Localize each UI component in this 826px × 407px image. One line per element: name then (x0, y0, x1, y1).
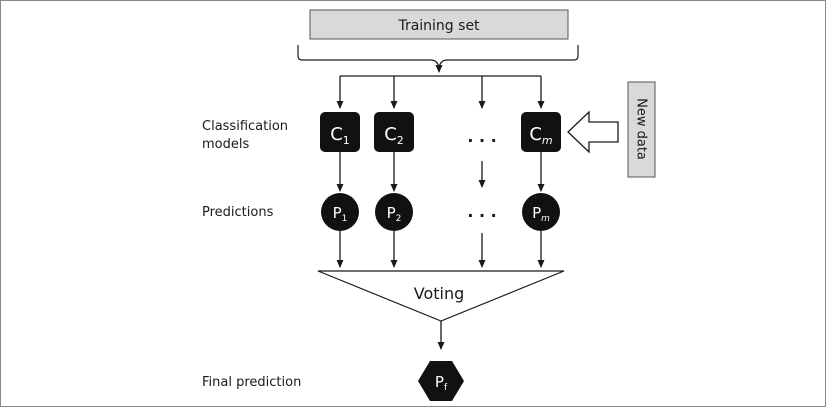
classifier-c2: C2 (374, 112, 414, 152)
svg-text:C2: C2 (384, 124, 404, 147)
training-set-label: Training set (397, 18, 480, 34)
p1-letter: P (333, 204, 342, 222)
svg-text:Pf: Pf (435, 373, 448, 393)
classifier-ellipsis: · · · (467, 131, 496, 150)
voting-label: Voting (414, 284, 465, 303)
training-set-brace (297, 45, 579, 70)
svg-text:P1: P1 (333, 204, 348, 224)
pf-letter: P (435, 373, 444, 391)
pm-letter: P (532, 204, 541, 222)
classification-models-label-line2: models (202, 137, 249, 152)
final-prediction-label: Final prediction (202, 375, 301, 390)
prediction-p1: P1 (321, 193, 359, 231)
c2-subscript: 2 (397, 134, 404, 147)
prediction-pm: Pm (522, 193, 560, 231)
svg-text:Pm: Pm (532, 204, 550, 224)
c2-letter: C (384, 124, 397, 145)
classifier-cm: Cm (521, 112, 561, 152)
pf-subscript: f (444, 383, 448, 393)
new-data-label: New data (634, 98, 649, 160)
c1-letter: C (330, 124, 343, 145)
prediction-ellipsis: · · · (467, 206, 496, 225)
prediction-p2: P2 (375, 193, 413, 231)
classification-models-label-line1: Classification (202, 119, 288, 134)
cm-letter: C (529, 124, 542, 145)
training-set-box (309, 9, 569, 40)
p1-subscript: 1 (342, 214, 348, 224)
p2-subscript: 2 (396, 214, 402, 224)
new-data-arrow-icon (567, 110, 619, 154)
pm-subscript: m (541, 214, 550, 224)
classifier-c1: C1 (320, 112, 360, 152)
svg-text:P2: P2 (387, 204, 402, 224)
c1-subscript: 1 (343, 134, 350, 147)
predictions-label: Predictions (202, 205, 274, 220)
final-prediction-pf: Pf (418, 361, 464, 401)
svg-text:C1: C1 (330, 124, 350, 147)
voting-triangle (317, 270, 565, 322)
p2-letter: P (387, 204, 396, 222)
cm-subscript: m (542, 134, 553, 147)
new-data-box (627, 81, 656, 178)
svg-text:Cm: Cm (529, 124, 552, 147)
